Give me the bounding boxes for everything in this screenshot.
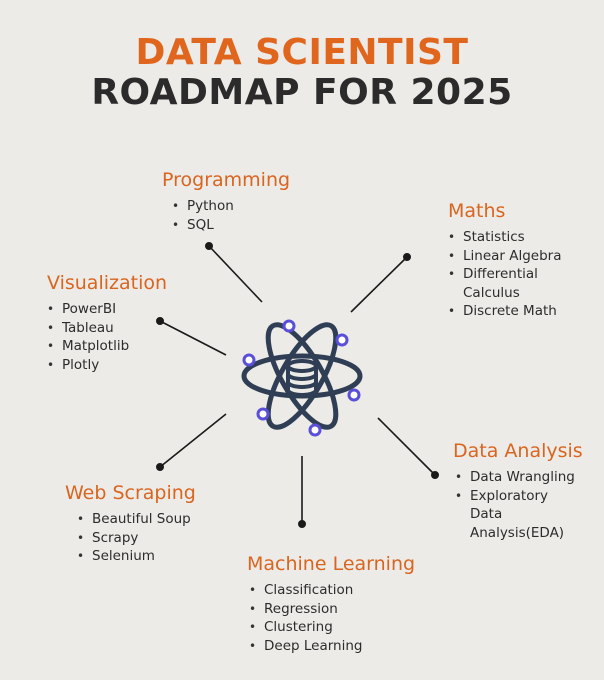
orbit-node xyxy=(335,333,349,347)
list-item: Matplotlib xyxy=(47,337,167,356)
section-web-scraping: Web Scraping Beautiful SoupScrapySeleniu… xyxy=(65,482,196,566)
orbit-node xyxy=(242,353,256,367)
connector-dot-machine-learning xyxy=(297,519,306,528)
title-line-2: ROADMAP FOR 2025 xyxy=(91,72,513,113)
list-item: Python xyxy=(172,197,290,216)
list-item: Selenium xyxy=(77,547,196,566)
section-data-analysis: Data Analysis Data WranglingExploratoryD… xyxy=(453,440,603,542)
list-item: Linear Algebra xyxy=(448,247,598,266)
list-item: SQL xyxy=(172,216,290,235)
section-list: Data WranglingExploratoryDataAnalysis(ED… xyxy=(455,468,603,542)
section-title: Data Analysis xyxy=(453,440,583,462)
section-list: StatisticsLinear AlgebraDifferentialCalc… xyxy=(448,228,598,321)
list-item: Regression xyxy=(249,600,415,619)
section-title: Programming xyxy=(162,169,291,191)
title-line-1: DATA SCIENTIST xyxy=(135,32,469,73)
list-item: Classification xyxy=(249,581,415,600)
orbit-node xyxy=(256,407,270,421)
connector-maths xyxy=(350,256,408,313)
connector-data-analysis xyxy=(377,417,436,476)
section-list: ClassificationRegressionClusteringDeep L… xyxy=(249,581,415,655)
database-icon xyxy=(286,359,318,397)
connector-web-scraping xyxy=(159,413,227,468)
orbit-node xyxy=(308,423,322,437)
section-maths: Maths StatisticsLinear AlgebraDifferenti… xyxy=(448,200,598,321)
atom-with-database-icon xyxy=(241,319,363,437)
section-visualization: Visualization PowerBITableauMatplotlibPl… xyxy=(47,272,167,374)
list-item: Statistics xyxy=(448,228,598,247)
section-list: PowerBITableauMatplotlibPlotly xyxy=(47,300,167,374)
connector-dot-web-scraping xyxy=(156,462,165,471)
section-programming: Programming PythonSQL xyxy=(162,169,290,234)
list-item: PowerBI xyxy=(47,300,167,319)
list-item: Scrapy xyxy=(77,529,196,548)
list-item: Plotly xyxy=(47,356,167,375)
orbit-node xyxy=(282,319,296,333)
list-item: Data Wrangling xyxy=(455,468,603,487)
connector-dot-data-analysis xyxy=(430,470,439,479)
list-item: Beautiful Soup xyxy=(77,510,196,529)
section-machine-learning: Machine Learning ClassificationRegressio… xyxy=(247,553,415,655)
list-item: Tableau xyxy=(47,319,167,338)
section-list: PythonSQL xyxy=(172,197,290,234)
section-title: Web Scraping xyxy=(65,482,196,504)
orbit-node xyxy=(347,388,361,402)
connector-dot-maths xyxy=(402,253,411,262)
list-item: Deep Learning xyxy=(249,637,415,656)
list-item: Discrete Math xyxy=(448,302,598,321)
section-list: Beautiful SoupScrapySelenium xyxy=(77,510,196,566)
section-title: Visualization xyxy=(47,272,168,294)
connector-dot-programming xyxy=(205,242,214,251)
section-title: Machine Learning xyxy=(247,553,416,575)
section-title: Maths xyxy=(448,200,506,222)
connector-programming xyxy=(208,245,263,303)
list-item: Clustering xyxy=(249,618,415,637)
connector-visualization xyxy=(159,320,227,356)
